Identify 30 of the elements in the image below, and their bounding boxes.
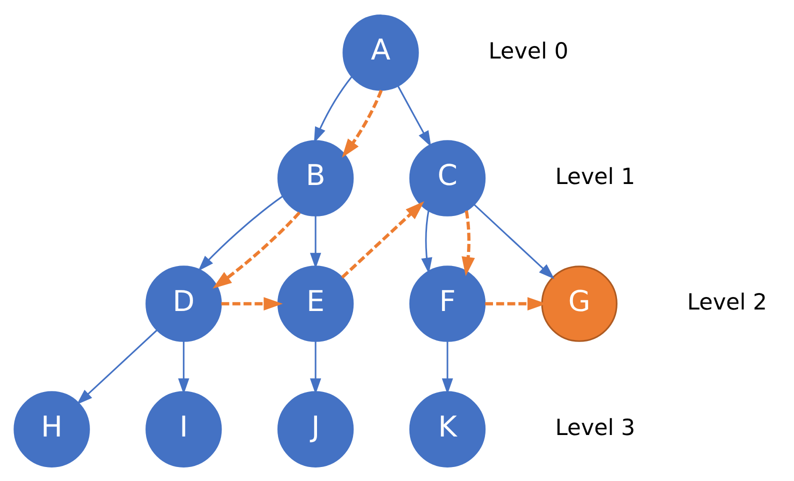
- node-circle: A: [342, 14, 419, 90]
- arrow: [310, 215, 322, 268]
- arrow: [341, 200, 424, 278]
- arrow: [442, 340, 454, 394]
- node-circle: I: [146, 390, 222, 467]
- node-circle: K: [409, 390, 486, 467]
- node-circle: E: [277, 265, 354, 342]
- arrow: [221, 296, 283, 310]
- node-circle: F: [409, 265, 486, 342]
- arrow: [398, 86, 432, 146]
- node-circle: D: [146, 265, 222, 342]
- node-circle: G: [541, 265, 618, 342]
- node-circle: H: [14, 390, 90, 467]
- arrow: [474, 204, 554, 279]
- arrow: [314, 76, 352, 143]
- arrow: [421, 210, 432, 274]
- arrow: [310, 340, 322, 394]
- arrow: [462, 210, 475, 276]
- label: Level 1: [555, 164, 636, 190]
- node-circle: C: [409, 140, 486, 216]
- node-circle: B: [277, 140, 354, 216]
- arrow: [342, 89, 383, 158]
- label: Level 2: [687, 289, 768, 316]
- arrow: [198, 195, 284, 271]
- arrow: [76, 329, 158, 404]
- node-circle: J: [277, 390, 354, 467]
- label: Level 0: [488, 38, 568, 64]
- arrow: [178, 340, 190, 394]
- label: Level 3: [555, 414, 636, 441]
- arrow: [212, 211, 301, 288]
